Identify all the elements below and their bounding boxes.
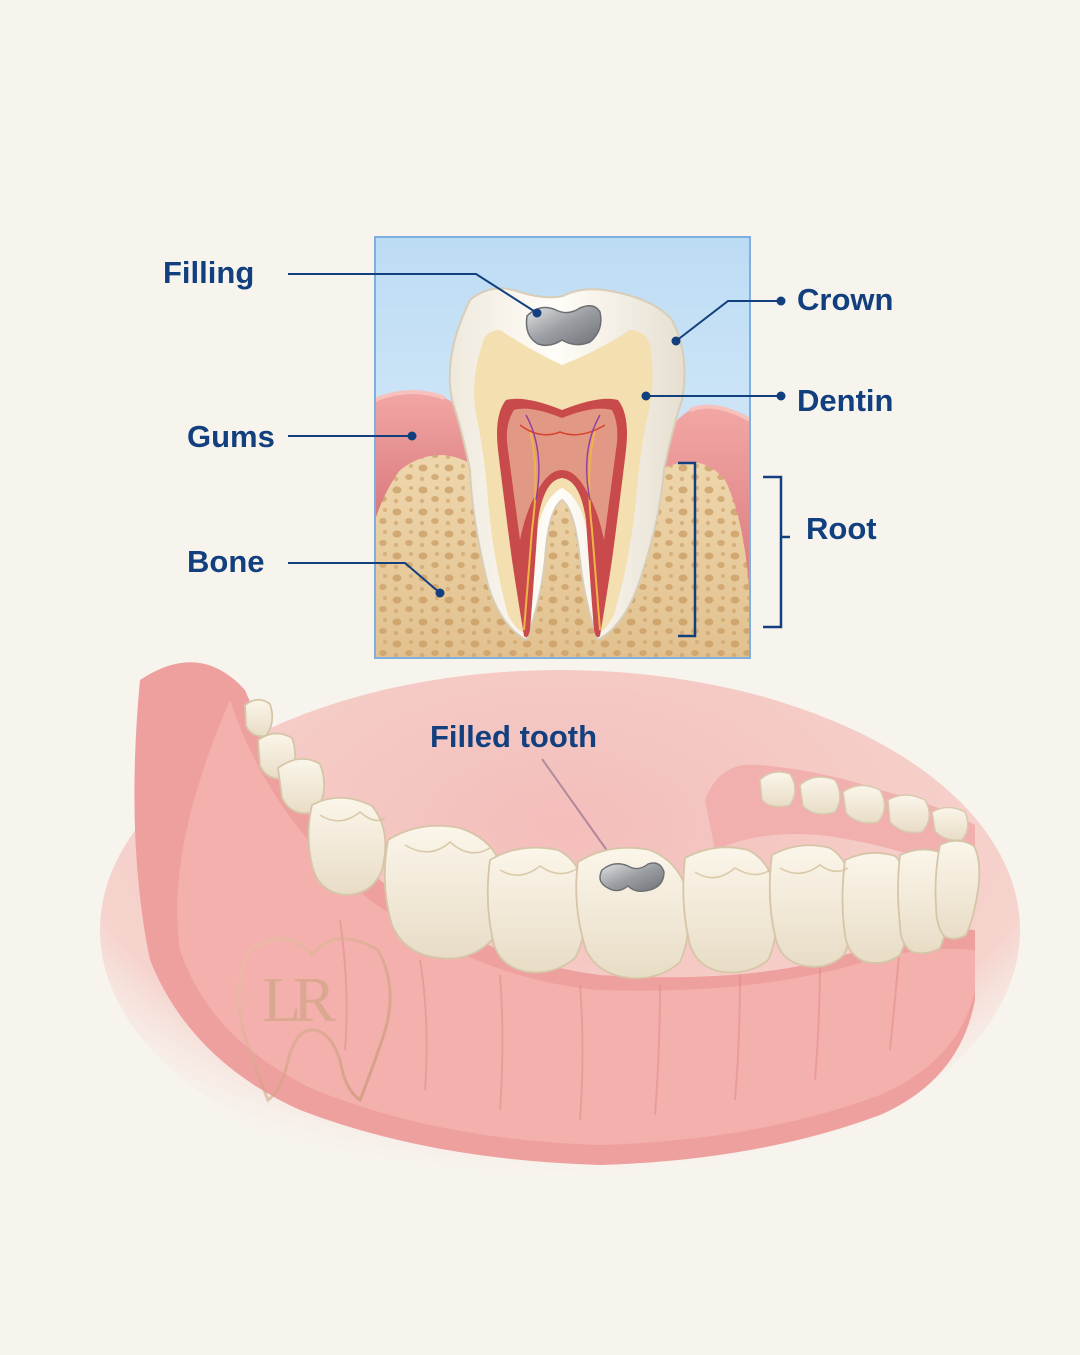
gum-tissue [375,389,750,600]
filled-tooth-label: Filled tooth [430,719,598,754]
filled-tooth-filling [599,862,665,893]
lower-teeth-row [244,698,981,980]
filling-label: Filling [163,255,255,290]
crown-leader-line [675,300,781,342]
bone-label: Bone [187,544,265,579]
root-inner-bracket [678,461,697,638]
gums-label: Gums [187,419,275,454]
logo-mark-icon [237,937,392,1103]
logo-monogram: LR [262,964,336,1035]
tooth-molar [448,287,686,642]
lower-jaw-illustration [100,662,1020,1190]
filling-leader-line [288,273,538,314]
filling-material [525,305,602,347]
bone-leader-line [288,562,441,594]
tooth-cross-section-panel [374,236,751,659]
crown-label: Crown [797,282,894,317]
dentin-label: Dentin [797,383,894,418]
root-label: Root [806,511,877,546]
root-outer-bracket [763,475,783,629]
